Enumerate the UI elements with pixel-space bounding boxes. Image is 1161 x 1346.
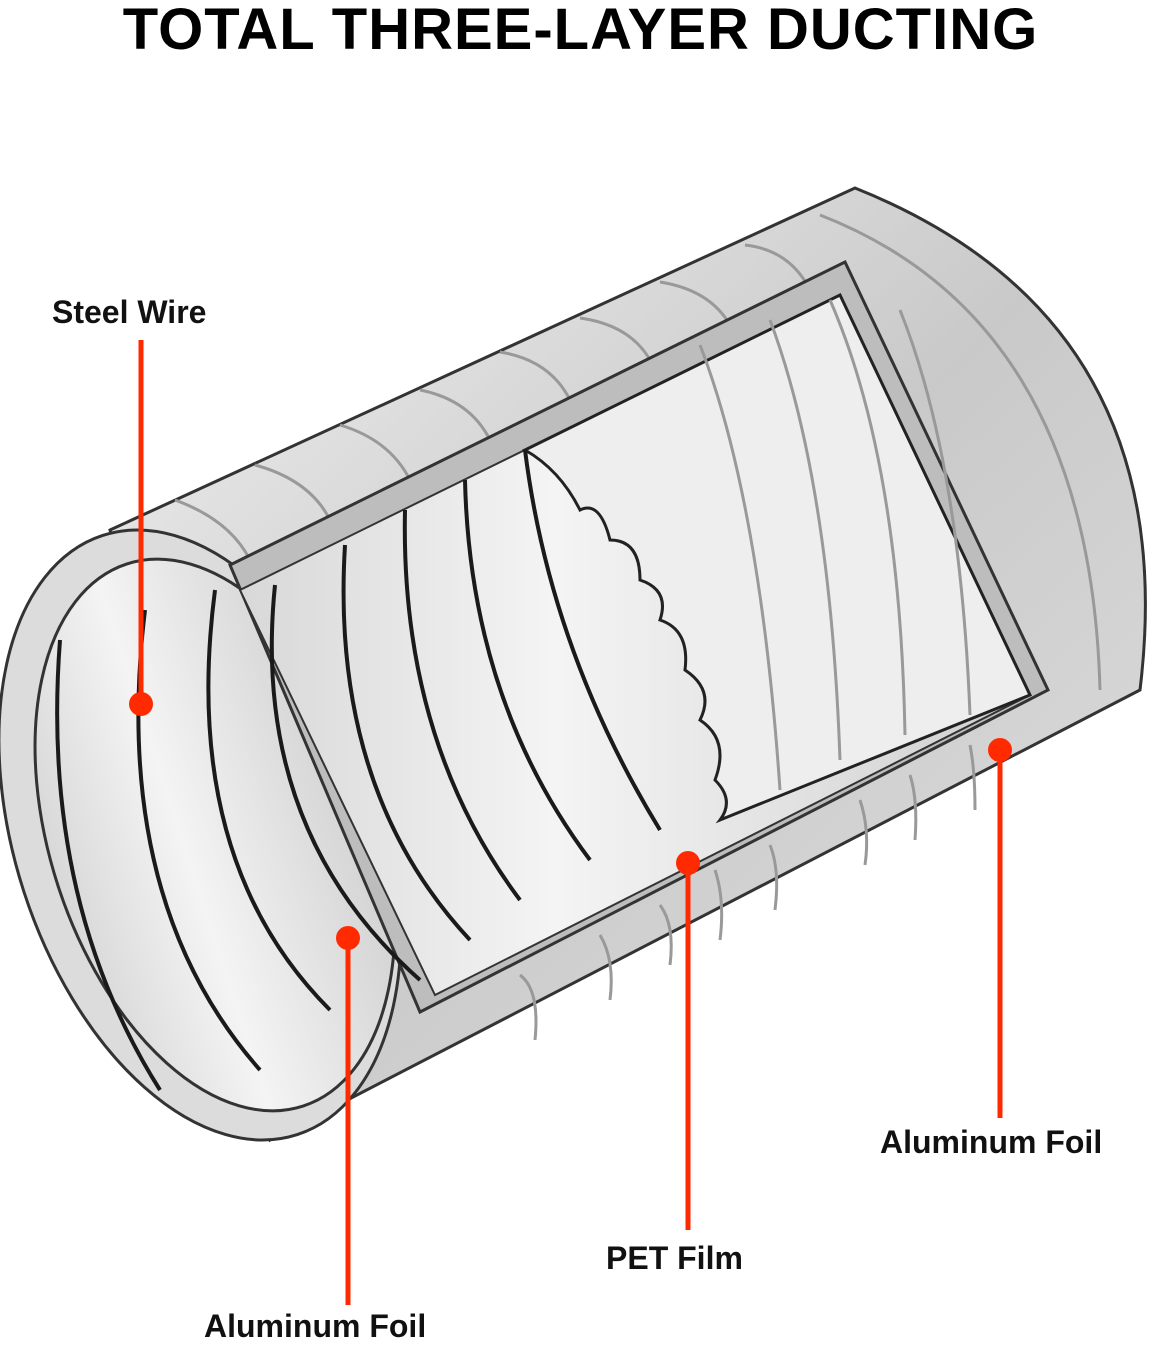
callout-steel-wire bbox=[129, 340, 153, 716]
callout-pet-film bbox=[676, 851, 700, 1230]
aluminum-foil-ribs bbox=[698, 299, 972, 791]
label-pet-film: PET Film bbox=[606, 1240, 743, 1276]
callout-aluminum-foil-inner bbox=[336, 926, 360, 1305]
label-aluminum-foil-outer: Aluminum Foil bbox=[880, 1124, 1103, 1160]
label-aluminum-foil-inner: Aluminum Foil bbox=[204, 1308, 427, 1344]
label-steel-wire: Steel Wire bbox=[52, 294, 207, 330]
diagram-title: TOTAL THREE-LAYER DUCTING bbox=[122, 0, 1039, 62]
outer-ribs bbox=[174, 213, 1102, 1041]
steel-wire-ribs bbox=[55, 449, 662, 1092]
callout-aluminum-foil-outer bbox=[988, 738, 1012, 1118]
